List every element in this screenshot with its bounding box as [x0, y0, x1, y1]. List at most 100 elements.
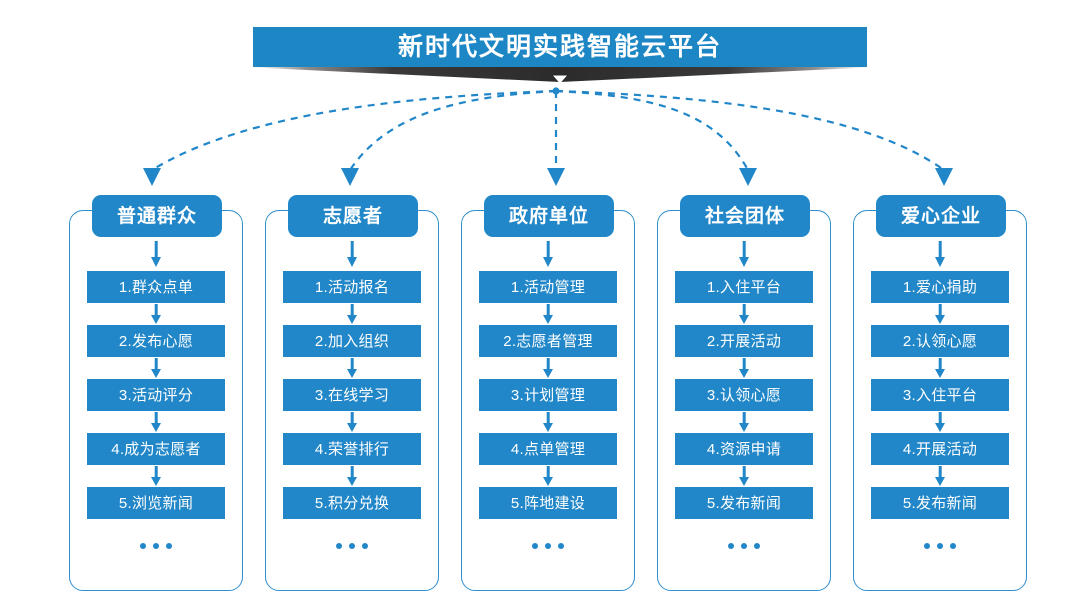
step-label: 4.开展活动 — [902, 440, 978, 458]
step-item-4[interactable]: 4.成为志愿者 — [87, 433, 225, 465]
ellipsis-dot — [950, 543, 956, 549]
step-label: 1.入住平台 — [706, 278, 782, 296]
column-header-social-group[interactable]: 社会团体 — [680, 195, 810, 237]
step-label: 3.认领心愿 — [706, 386, 782, 404]
step-arrow — [265, 357, 439, 379]
step-arrow — [69, 465, 243, 487]
more-items-ellipsis — [461, 543, 635, 549]
step-arrow — [853, 303, 1027, 325]
step-item-3[interactable]: 3.入住平台 — [871, 379, 1009, 411]
step-label: 3.计划管理 — [510, 386, 586, 404]
arrow-down-icon — [151, 241, 162, 267]
step-item-2[interactable]: 2.发布心愿 — [87, 325, 225, 357]
step-label: 2.认领心愿 — [902, 332, 978, 350]
step-item-2[interactable]: 2.加入组织 — [283, 325, 421, 357]
ellipsis-dot — [362, 543, 368, 549]
step-item-1[interactable]: 1.群众点单 — [87, 271, 225, 303]
arrow-down-icon — [739, 466, 750, 486]
ellipsis-dot — [558, 543, 564, 549]
step-arrow — [461, 303, 635, 325]
column-header-volunteer[interactable]: 志愿者 — [288, 195, 418, 237]
header-to-step-arrow — [265, 237, 439, 271]
arrow-down-icon — [935, 466, 946, 486]
column-steps: 1.群众点单 2.发布心愿 3.活动评分 4.成为志愿者 5.浏览新闻 — [69, 237, 243, 549]
header-to-step-arrow — [657, 237, 831, 271]
step-arrow — [853, 411, 1027, 433]
step-arrow — [461, 411, 635, 433]
step-item-3[interactable]: 3.在线学习 — [283, 379, 421, 411]
ellipsis-dot — [140, 543, 146, 549]
step-arrow — [265, 465, 439, 487]
ellipsis-dot — [754, 543, 760, 549]
step-arrow — [657, 357, 831, 379]
step-item-5[interactable]: 5.浏览新闻 — [87, 487, 225, 519]
arrow-down-icon — [935, 412, 946, 432]
step-item-5[interactable]: 5.发布新闻 — [871, 487, 1009, 519]
step-label: 5.发布新闻 — [902, 494, 978, 512]
arrow-down-icon — [543, 466, 554, 486]
step-item-2[interactable]: 2.志愿者管理 — [479, 325, 617, 357]
column-header-label: 志愿者 — [322, 205, 383, 227]
step-label: 5.浏览新闻 — [118, 494, 194, 512]
step-item-3[interactable]: 3.计划管理 — [479, 379, 617, 411]
step-item-1[interactable]: 1.爱心捐助 — [871, 271, 1009, 303]
column-header-general-public[interactable]: 普通群众 — [92, 195, 222, 237]
step-item-3[interactable]: 3.认领心愿 — [675, 379, 813, 411]
step-item-1[interactable]: 1.活动管理 — [479, 271, 617, 303]
step-item-4[interactable]: 4.点单管理 — [479, 433, 617, 465]
step-item-5[interactable]: 5.发布新闻 — [675, 487, 813, 519]
ellipsis-dot — [924, 543, 930, 549]
ellipsis-dot — [153, 543, 159, 549]
arrow-down-icon — [543, 412, 554, 432]
column-header-label: 政府单位 — [508, 205, 589, 227]
arrow-down-icon — [347, 412, 358, 432]
step-item-1[interactable]: 1.活动报名 — [283, 271, 421, 303]
title-ribbon-chevron — [253, 66, 867, 84]
ellipsis-dot — [728, 543, 734, 549]
step-arrow — [69, 411, 243, 433]
step-item-4[interactable]: 4.资源申请 — [675, 433, 813, 465]
column-header-caring-enterprise[interactable]: 爱心企业 — [876, 195, 1006, 237]
step-item-3[interactable]: 3.活动评分 — [87, 379, 225, 411]
arrow-down-icon — [347, 241, 358, 267]
arrow-down-icon — [739, 412, 750, 432]
step-label: 1.群众点单 — [118, 278, 194, 296]
step-arrow — [657, 465, 831, 487]
step-label: 4.成为志愿者 — [111, 440, 201, 458]
arrow-down-icon — [543, 304, 554, 324]
step-label: 1.爱心捐助 — [902, 278, 978, 296]
step-label: 2.发布心愿 — [118, 332, 194, 350]
step-label: 2.志愿者管理 — [503, 332, 593, 350]
arrow-down-icon — [151, 304, 162, 324]
step-arrow — [853, 357, 1027, 379]
column-header-label: 普通群众 — [116, 205, 197, 227]
column-header-government-unit[interactable]: 政府单位 — [484, 195, 614, 237]
step-arrow — [265, 411, 439, 433]
column-steps: 1.入住平台 2.开展活动 3.认领心愿 4.资源申请 5.发布新闻 — [657, 237, 831, 549]
step-label: 5.发布新闻 — [706, 494, 782, 512]
arrow-down-icon — [151, 466, 162, 486]
step-label: 4.资源申请 — [706, 440, 782, 458]
step-item-2[interactable]: 2.认领心愿 — [871, 325, 1009, 357]
step-item-4[interactable]: 4.开展活动 — [871, 433, 1009, 465]
header-to-step-arrow — [69, 237, 243, 271]
step-item-1[interactable]: 1.入住平台 — [675, 271, 813, 303]
step-item-2[interactable]: 2.开展活动 — [675, 325, 813, 357]
step-item-5[interactable]: 5.积分兑换 — [283, 487, 421, 519]
arrow-down-icon — [543, 358, 554, 378]
step-item-5[interactable]: 5.阵地建设 — [479, 487, 617, 519]
arrow-down-icon — [347, 358, 358, 378]
step-label: 1.活动报名 — [314, 278, 390, 296]
step-item-4[interactable]: 4.荣誉排行 — [283, 433, 421, 465]
step-label: 2.加入组织 — [314, 332, 390, 350]
arrow-down-icon — [935, 241, 946, 267]
step-label: 3.入住平台 — [902, 386, 978, 404]
ellipsis-dot — [336, 543, 342, 549]
column-steps: 1.爱心捐助 2.认领心愿 3.入住平台 4.开展活动 5.发布新闻 — [853, 237, 1027, 549]
arrow-down-icon — [347, 304, 358, 324]
header-to-step-arrow — [853, 237, 1027, 271]
step-arrow — [69, 303, 243, 325]
step-arrow — [853, 465, 1027, 487]
arrow-down-icon — [543, 241, 554, 267]
